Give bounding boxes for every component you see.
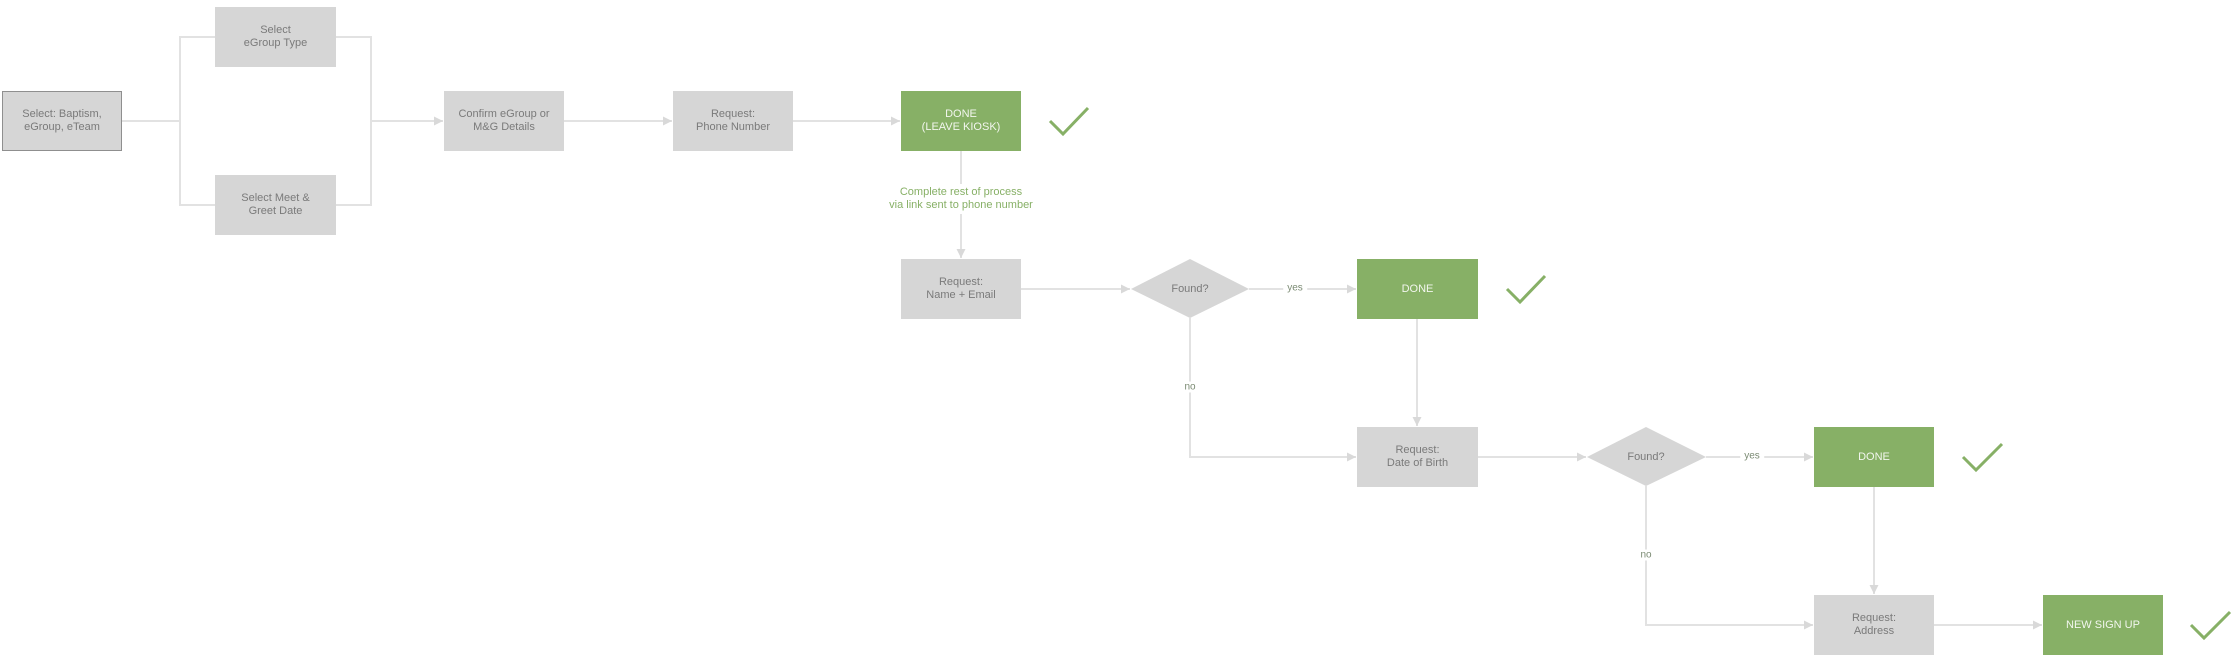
- node-request-dob: Request: Date of Birth: [1357, 427, 1478, 487]
- edge-label-no: no: [1636, 549, 1656, 561]
- edge-label-no: no: [1180, 381, 1200, 393]
- connector-right-bracket: [336, 36, 372, 206]
- node-select-type: Select: Baptism, eGroup, eTeam: [2, 91, 122, 151]
- checkmark-icon: [1961, 442, 2004, 473]
- decision-diamond-found-1: [1131, 259, 1249, 318]
- edge-label-yes: yes: [1283, 282, 1307, 294]
- node-confirm-details: Confirm eGroup or M&G Details: [444, 91, 564, 151]
- checkmark-icon: [1505, 274, 1547, 305]
- node-select-mg-date: Select Meet & Greet Date: [215, 175, 336, 235]
- node-request-address: Request: Address: [1814, 595, 1934, 655]
- process-note: Complete rest of process via link sent t…: [889, 184, 1033, 214]
- node-new-sign-up: NEW SIGN UP: [2043, 595, 2163, 655]
- node-request-phone: Request: Phone Number: [673, 91, 793, 151]
- node-request-name-email: Request: Name + Email: [901, 259, 1021, 319]
- checkmark-icon: [1048, 106, 1090, 137]
- connector-found-1-no: [1189, 318, 1356, 462]
- connector-found-2-no: [1645, 486, 1813, 630]
- decision-label-found-2: Found?: [1627, 451, 1665, 463]
- decision-label-found-1: Found?: [1171, 283, 1209, 295]
- checkmark-icon: [2189, 610, 2232, 641]
- connector-left-bracket: [179, 36, 215, 206]
- node-done-2: DONE: [1357, 259, 1478, 319]
- node-done-leave-kiosk: DONE (LEAVE KIOSK): [901, 91, 1021, 151]
- decision-diamond-found-2: [1587, 427, 1706, 486]
- edge-label-yes: yes: [1740, 450, 1764, 462]
- node-done-3: DONE: [1814, 427, 1934, 487]
- node-select-egroup-type: Select eGroup Type: [215, 7, 336, 67]
